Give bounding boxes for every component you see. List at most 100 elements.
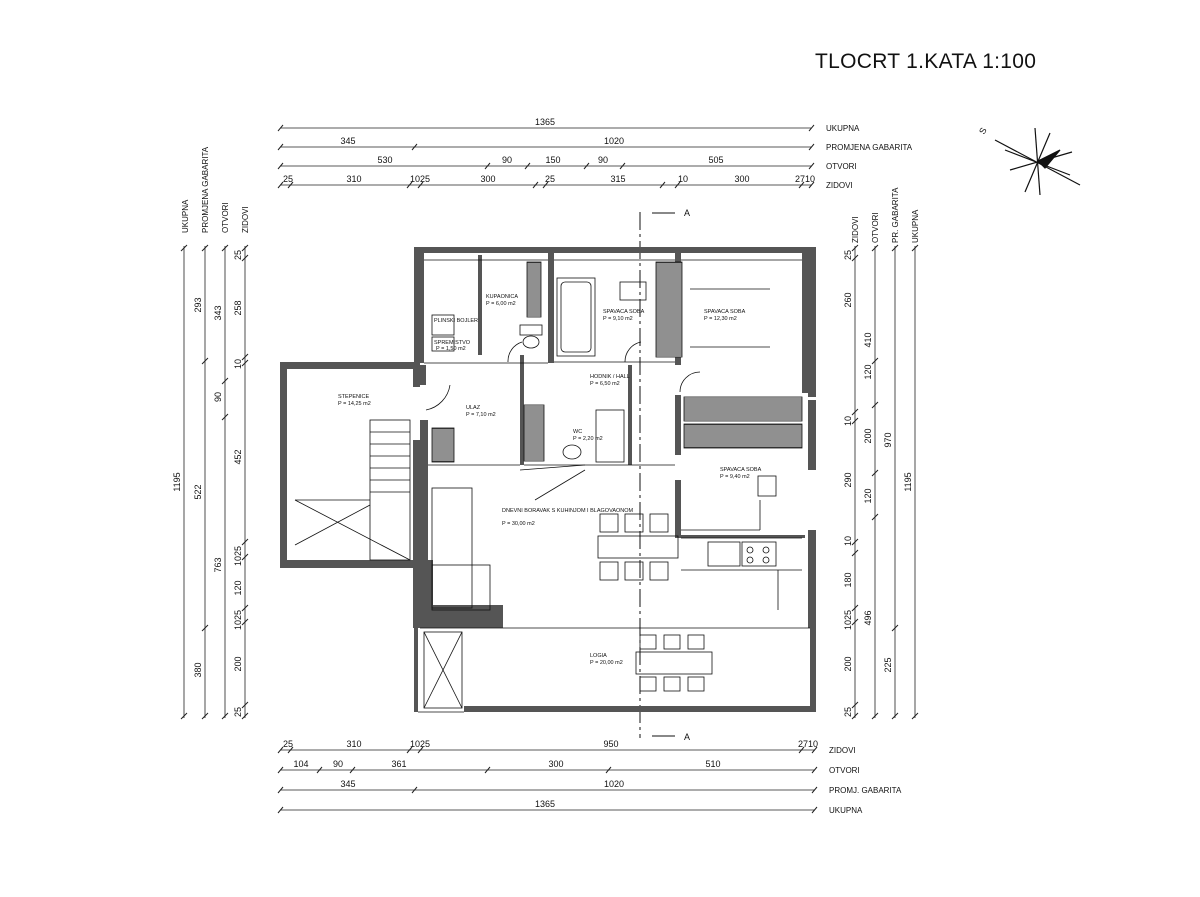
dim-value: 225 [883,657,893,672]
left-dimension-ticks [180,244,249,720]
dim-value: 1025 [843,610,853,630]
dim-value: 25 [233,250,243,260]
dim-row-label: OTVORI [871,212,880,243]
right-dimension-labels: ZIDOVI OTVORI PR. GABARITA UKUPNA [851,187,920,243]
bottom-dimension-labels: ZIDOVI OTVORI PROMJ. GABARITA UKUPNA [829,746,902,815]
top-dimension-values: 1365 345 1020 530 90 150 90 505 25 310 1… [283,117,815,184]
room-name: SPAVACA SOBA [603,309,645,315]
dim-value: 310 [346,174,361,184]
wardrobes [431,261,803,463]
dim-value: 180 [843,572,853,587]
left-dimension-labels: UKUPNA PROMJENA GABARITA OTVORI ZIDOVI [181,146,250,233]
dim-value: 1025 [410,739,430,749]
bottom-dimension-values: 25 310 1025 950 2710 104 90 361 300 510 … [283,739,818,809]
dim-value: 25 [545,174,555,184]
dim-value: 496 [863,610,873,625]
dim-value: 510 [705,759,720,769]
dim-value: 1365 [535,117,555,127]
section-label-bottom: A [684,732,690,742]
room-name: LOGIA [590,653,607,659]
dim-value: 290 [843,472,853,487]
dim-value: 452 [233,449,243,464]
drawing-title: TLOCRT 1.KATA 1:100 [815,50,1037,73]
dim-value: 1195 [903,472,913,491]
dim-value: 530 [377,155,392,165]
dim-row-label: PROMJENA GABARITA [826,143,913,152]
room-name: SPAVACA SOBA [704,309,746,315]
dim-value: 300 [734,174,749,184]
left-dimension-values: 1195 293 522 380 343 90 763 25 258 10 45… [172,250,243,717]
dim-row-label: ZIDOVI [241,206,250,233]
dim-value: 505 [708,155,723,165]
dim-value: 1020 [604,779,624,789]
dim-value: 120 [863,364,873,379]
dim-value: 25 [843,250,853,260]
dim-value: 10 [843,536,853,546]
room-name: WC [573,429,582,435]
dim-value: 10 [233,359,243,369]
dim-value: 293 [193,297,203,312]
room-name: ULAZ [466,405,481,411]
room-labels: KUPAONICA P = 6,00 m2 SPAVACA SOBA P = 9… [338,294,762,666]
room-area: P = 9,10 m2 [603,316,633,322]
dim-row-label: UKUPNA [826,124,860,133]
dim-value: 90 [598,155,608,165]
dim-value: 1020 [604,136,624,146]
dim-value: 2710 [795,174,815,184]
dim-value: 970 [883,432,893,447]
dim-value: 300 [480,174,495,184]
dim-value: 300 [548,759,563,769]
dim-value: 260 [843,292,853,307]
left-dimensions [183,246,246,718]
dim-value: 10 [678,174,688,184]
dim-row-label: ZIDOVI [826,181,853,190]
dim-value: 258 [233,300,243,315]
room-name: STEPENICE [338,394,370,400]
dim-value: 410 [863,332,873,347]
dim-value: 120 [863,488,873,503]
room-name: HODNIK / HALL [590,374,630,380]
room-area: P = 30,00 m2 [502,521,535,527]
dim-row-label: PROMJ. GABARITA [829,786,902,795]
room-area: P = 9,40 m2 [720,474,750,480]
right-dimensions [854,246,916,718]
dim-value: 1025 [233,610,243,630]
room-name: PLINSKI BOJLER [434,318,478,324]
dim-value: 1365 [535,799,555,809]
room-area: P = 1,50 m2 [436,346,466,352]
room-name: SPAVACA SOBA [720,467,762,473]
room-area: P = 6,00 m2 [486,301,516,307]
dim-value: 315 [610,174,625,184]
room-area: P = 14,25 m2 [338,401,371,407]
room-area: P = 12,30 m2 [704,316,737,322]
dim-value: 2710 [798,739,818,749]
section-label-top: A [684,208,690,218]
room-name: DNEVNI BORAVAK S KUHINJOM I BLAGOVAONOM [502,508,634,514]
dim-value: 763 [213,557,223,572]
dim-row-label: ZIDOVI [829,746,856,755]
thin-lines [294,259,810,713]
dim-row-label: ZIDOVI [851,216,860,243]
dim-value: 200 [863,428,873,443]
dim-value: 343 [213,305,223,320]
dim-value: 90 [502,155,512,165]
dim-value: 345 [340,136,355,146]
right-dimension-ticks [851,244,919,720]
dim-value: 380 [193,662,203,677]
dim-value: 200 [843,656,853,671]
dim-value: 90 [333,759,343,769]
dim-value: 345 [340,779,355,789]
room-name: KUPAONICA [486,294,518,300]
room-area: P = 20,00 m2 [590,660,623,666]
dim-value: 10 [843,416,853,426]
dim-row-label: UKUPNA [181,199,190,233]
right-dimension-values: 25 260 10 290 10 180 1025 200 25 410 120… [843,250,913,717]
dim-value: 25 [233,707,243,717]
dim-row-label: UKUPNA [829,806,863,815]
room-area: P = 6,50 m2 [590,381,620,387]
dim-value: 25 [283,174,293,184]
room-area: P = 7,10 m2 [466,412,496,418]
dim-row-label: PR. GABARITA [891,187,900,243]
dim-value: 200 [233,656,243,671]
